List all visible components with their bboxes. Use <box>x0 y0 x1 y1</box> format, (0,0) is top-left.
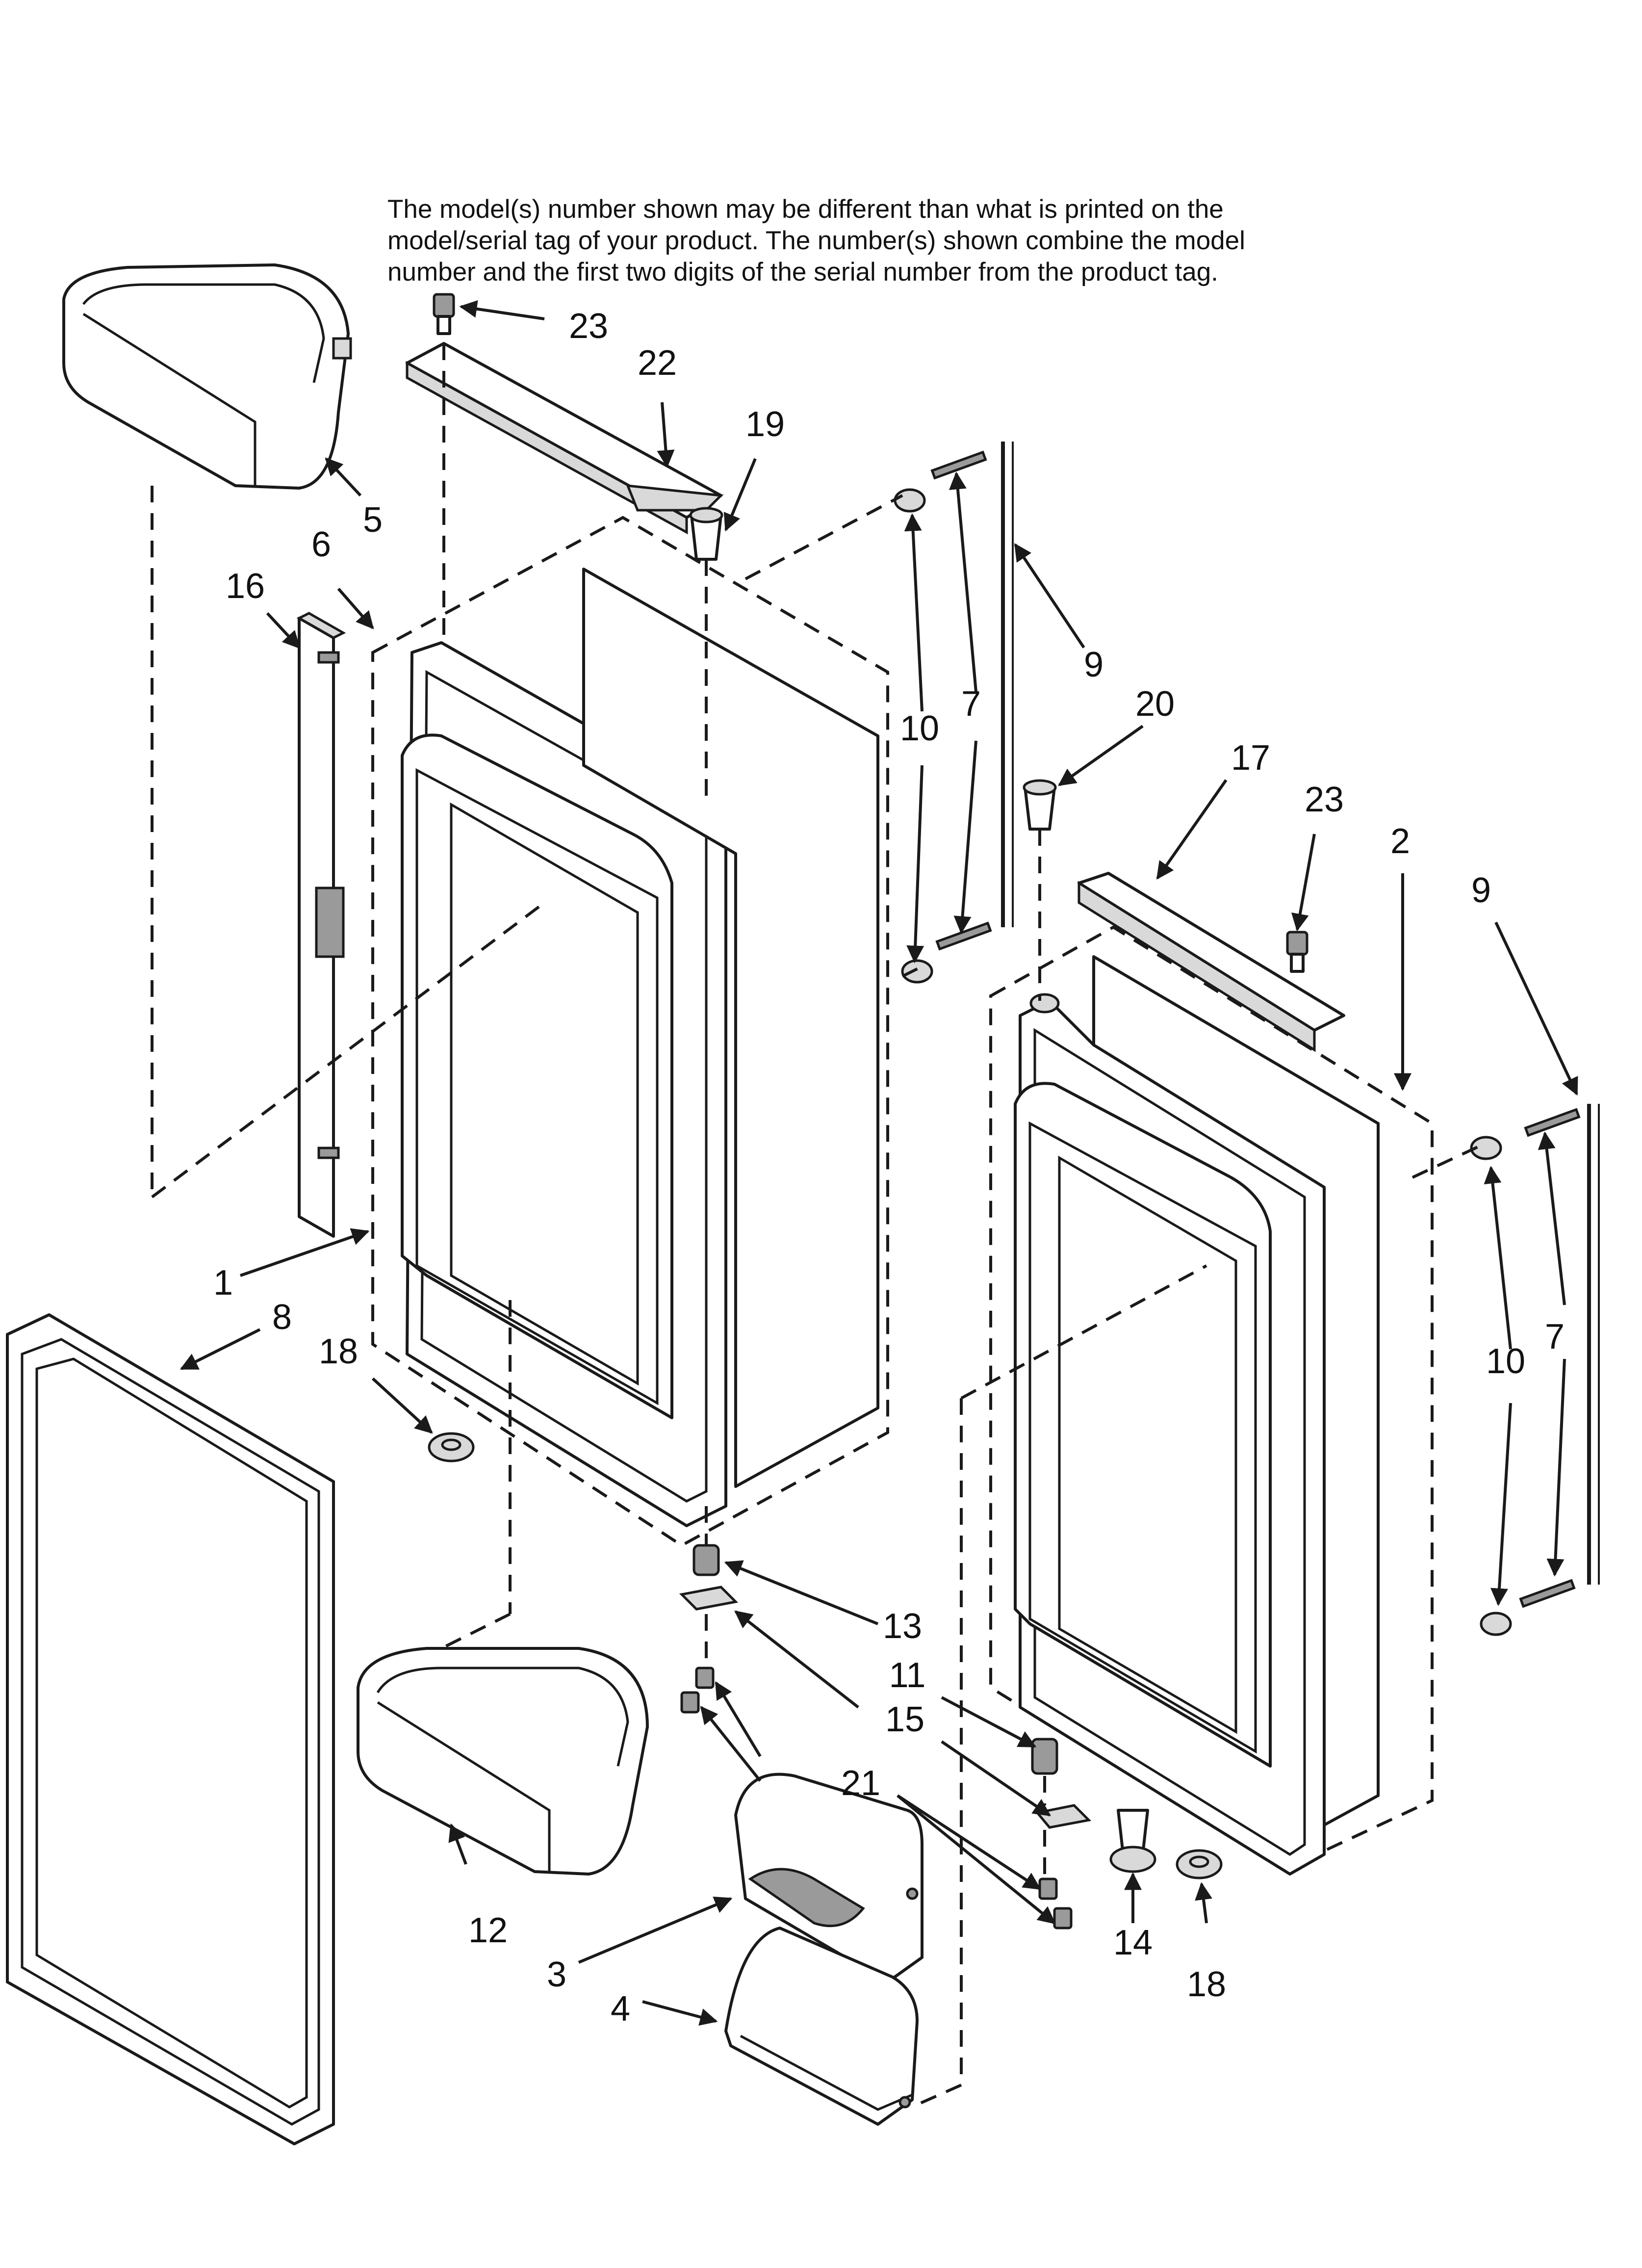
callout-10b: 10 <box>1486 1342 1525 1381</box>
callout-17: 15 <box>885 1700 924 1739</box>
callout-5: 5 <box>363 500 383 540</box>
bushing-19 <box>689 507 723 561</box>
left-door-liner <box>582 568 879 1488</box>
door-bin-lower <box>357 1647 649 1876</box>
spring-set-right <box>1470 1108 1581 1636</box>
note-line-2: model/serial tag of your product. The nu… <box>387 226 1245 255</box>
callout-labels: 23 22 19 5 6 16 10 7 9 20 17 23 2 9 10 7… <box>213 307 1565 2029</box>
door-bin-top-left <box>62 263 352 490</box>
door-rod-right <box>1587 1104 1600 1585</box>
door-gasket <box>6 1313 335 2145</box>
callout-1: 1 <box>213 1263 233 1303</box>
callout-18a: 18 <box>319 1332 358 1371</box>
callout-7b: 7 <box>1545 1317 1565 1356</box>
guide-lines <box>151 343 1487 2106</box>
left-door-panel <box>401 641 727 1527</box>
callout-14: 16 <box>226 567 265 606</box>
left-door-assembly-outline <box>371 516 889 1547</box>
callout-20: 20 <box>1135 684 1175 724</box>
callout-11: 11 <box>889 1656 926 1695</box>
top-hinge-right <box>1078 872 1345 1052</box>
callout-22: 22 <box>638 343 677 383</box>
callout-23a: 23 <box>569 307 608 346</box>
washer-right <box>1176 1849 1223 1879</box>
callout-16: 14 <box>1113 1923 1153 1962</box>
callout-4: 4 <box>611 1989 630 2029</box>
hinge-pin-13 <box>693 1544 720 1576</box>
screw-top-left <box>433 293 455 335</box>
callout-12: 12 <box>468 1911 508 1950</box>
callout-6: 6 <box>311 525 331 564</box>
callout-3: 3 <box>547 1955 566 1994</box>
callout-15: 17 <box>1231 738 1270 778</box>
disclaimer-note: The model(s) number shown may be differe… <box>387 194 1417 288</box>
bracket-17-left <box>679 1586 739 1611</box>
right-door-liner <box>1092 955 1380 1826</box>
right-door-assembly-outline <box>989 925 1434 1871</box>
note-line-3: number and the first two digits of the s… <box>387 258 1218 287</box>
right-door-panel <box>1014 993 1326 1876</box>
screws-21 <box>680 1667 1073 1929</box>
callout-2: 2 <box>1390 822 1410 861</box>
callout-9a: 9 <box>1084 645 1103 684</box>
callout-13: 13 <box>883 1607 922 1646</box>
note-line-1: The model(s) number shown may be differe… <box>387 195 1224 224</box>
door-rod-left <box>1001 442 1014 927</box>
hinge-cap-16 <box>1109 1809 1156 1873</box>
top-hinge-cover-left <box>406 342 724 535</box>
callout-10a: 10 <box>900 709 939 748</box>
dispenser-cover <box>734 1773 924 1983</box>
callout-9b: 9 <box>1471 871 1491 910</box>
callout-19: 19 <box>745 405 785 444</box>
screw-top-right <box>1286 931 1308 973</box>
callout-21: 21 <box>841 1764 880 1803</box>
hinge-pin-11 <box>1031 1738 1058 1775</box>
bracket-17-right <box>1035 1804 1092 1829</box>
callout-8: 8 <box>272 1298 292 1337</box>
door-handle-strip <box>296 612 346 1238</box>
dispenser-tray <box>724 1927 919 2126</box>
washer-left <box>428 1432 475 1462</box>
callout-7a: 7 <box>961 684 981 724</box>
callout-18b: 18 <box>1187 1965 1226 2004</box>
bushing-20 <box>1023 779 1057 831</box>
leader-arrows <box>180 300 1578 2026</box>
callout-23b: 23 <box>1305 780 1344 819</box>
